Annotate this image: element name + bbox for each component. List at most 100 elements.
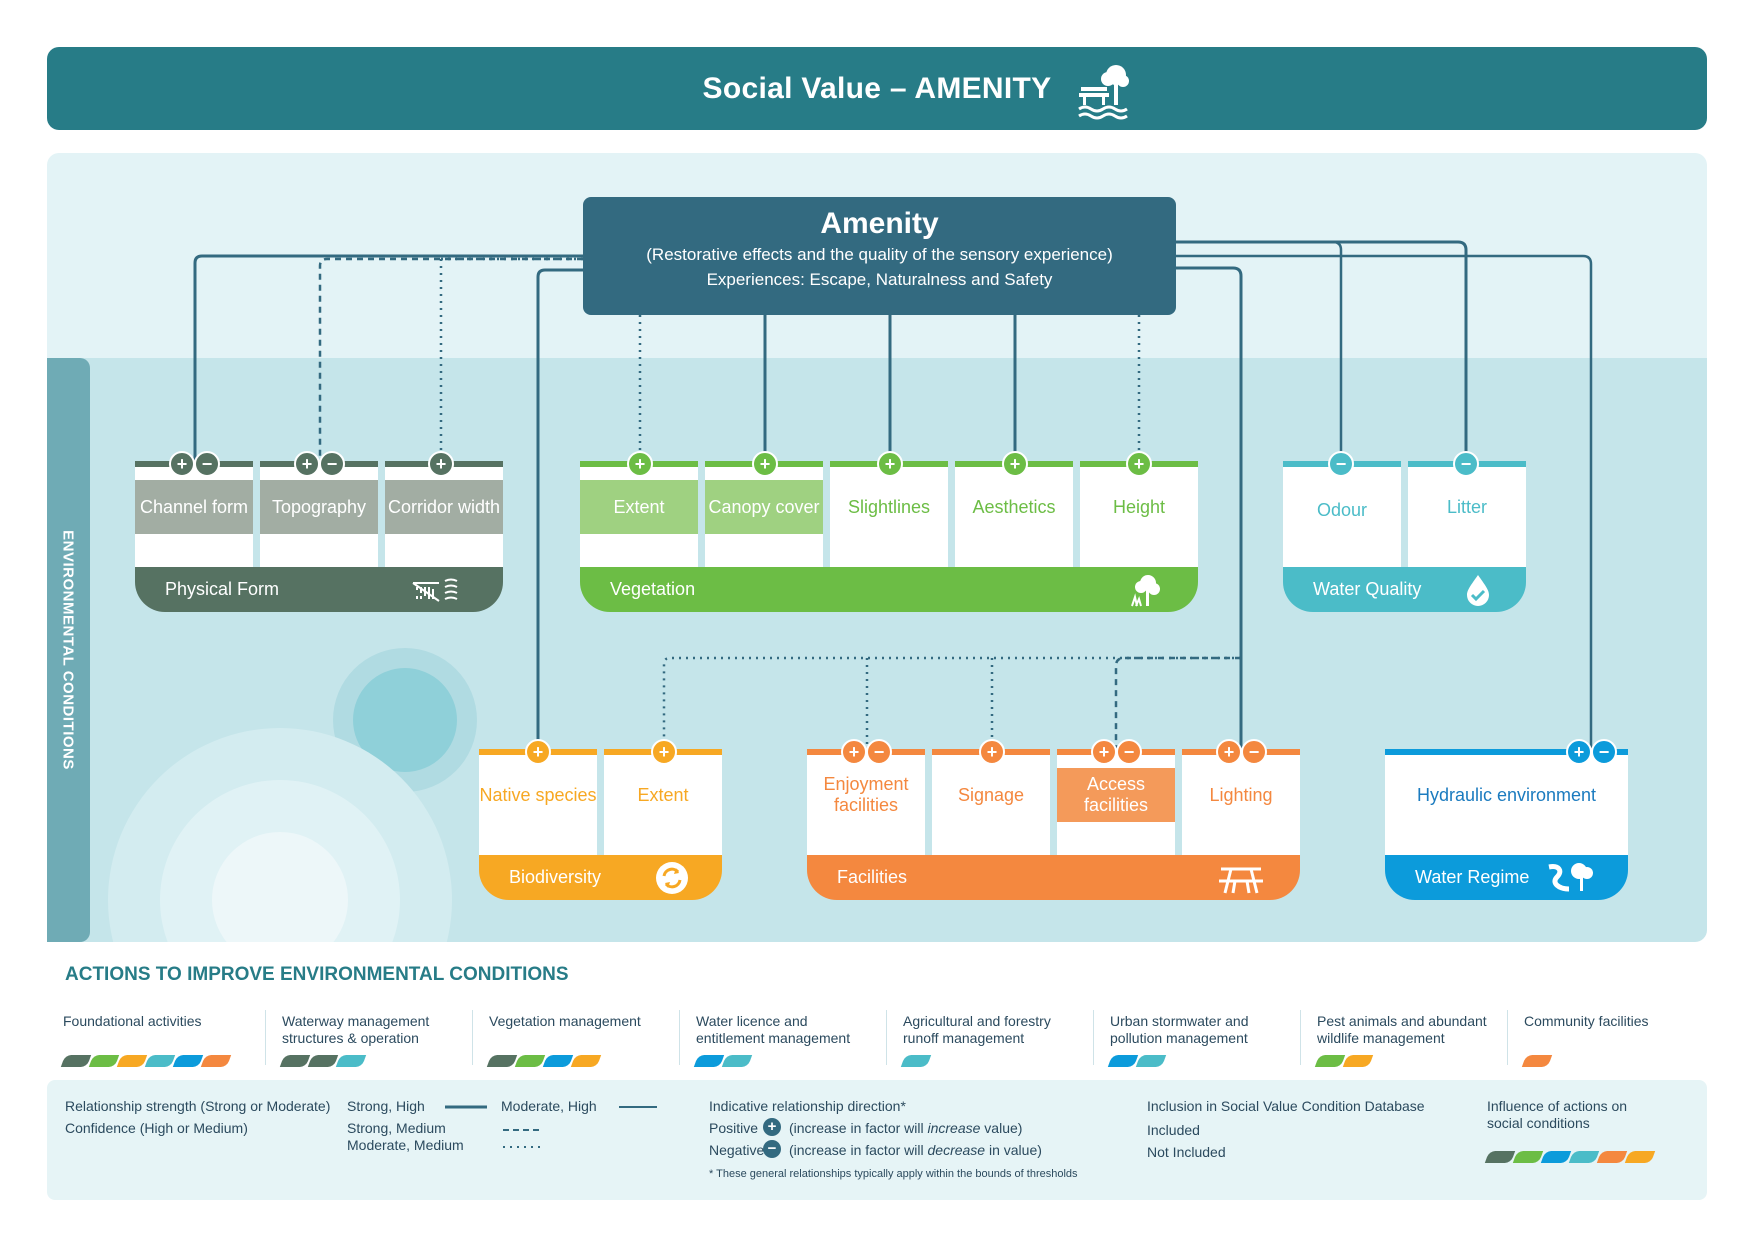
factor-enjoyment-facilities: Enjoyment facilities [807,749,925,869]
leaf-swatch [60,1055,92,1067]
leaf-swatch [542,1055,574,1067]
dotted-line-swatch [503,1146,543,1148]
leaf-indicators [486,1054,602,1071]
leaf-swatch [1568,1151,1600,1163]
group-vegetation: Vegetation [580,567,1198,612]
factor-label: Access facilities [1057,768,1175,822]
action-item: Agricultural and forestry runoff managem… [900,1013,1083,1067]
factor-label: Enjoyment facilities [823,774,909,815]
group-label: Water Quality [1313,579,1422,599]
leaf-swatch [88,1055,120,1067]
factor-canopy-cover: Canopy cover [705,461,823,581]
negative-sign-icon: − [1591,739,1617,765]
negative-sign-icon: − [319,451,345,477]
positive-sign-icon: + [752,451,778,477]
leaf-swatch [200,1055,232,1067]
legend-negative-label: Negative [709,1142,765,1158]
group-label: Physical Form [165,579,280,599]
negative-sign-icon: − [763,1140,781,1158]
action-label: Foundational activities [63,1013,202,1029]
leaf-swatch [514,1055,546,1067]
factor-label: Hydraulic environment [1416,784,1597,805]
factor-veg-extent: Extent [580,461,698,581]
legend-footnote: * These general relationships typically … [709,1168,1078,1180]
positive-sign-icon: + [841,739,867,765]
factor-slightlines: Slightlines [830,461,948,581]
factor-signage: Signage [932,749,1050,869]
legend-positive-label: Positive [709,1120,759,1136]
leaf-swatch [1596,1151,1628,1163]
factor-label: Corridor width [385,480,503,534]
leaf-swatch [1624,1151,1656,1163]
dashed-line-swatch [503,1129,543,1131]
legend-included: Included [1147,1122,1200,1138]
decorative-circles [108,648,477,942]
negative-sign-icon: − [1453,451,1479,477]
action-item: Community facilities [1521,1013,1704,1067]
positive-sign-icon: + [763,1118,781,1136]
leaf-swatch [900,1055,932,1067]
positive-sign-icon: + [1216,739,1242,765]
factor-label: Signage [957,784,1025,805]
leaf-swatch [279,1055,311,1067]
link-hydraulic [1176,254,1593,752]
link-access [1114,656,1241,752]
thin-line-swatch [619,1106,657,1108]
influence-leaves [1484,1150,1656,1168]
group-biodiversity: Biodiversity [479,855,722,900]
legend-not-included: Not Included [1147,1144,1226,1160]
tree-icon [1131,575,1160,607]
leaf-swatch [307,1055,339,1067]
park-bench-tree-water-icon [1078,65,1129,120]
factor-label: Extent [580,480,698,534]
leaf-swatch [1484,1151,1516,1163]
legend: Relationship strength (Strong or Moderat… [47,1080,1707,1200]
negative-sign-icon: − [194,451,220,477]
link-lighting [1176,266,1243,752]
group-water-regime: Water Regime [1385,855,1628,900]
action-item: Vegetation management [486,1013,669,1067]
link-litter [1176,240,1468,462]
factor-hydraulic-environment: Hydraulic environment [1385,749,1628,869]
legend-strength-label: Relationship strength (Strong or Moderat… [65,1098,331,1114]
group-label: Water Regime [1415,867,1530,887]
group-label: Facilities [837,867,908,887]
action-item: Water licence and entitlement management [693,1013,876,1067]
positive-sign-icon: + [1126,451,1152,477]
action-item: Pest animals and abundant wildlife manag… [1314,1013,1497,1067]
group-label: Vegetation [610,579,696,599]
action-label: Waterway management structures & operati… [282,1013,430,1046]
legend-moderate-high: Moderate, High [501,1098,597,1114]
solid-line-swatch [445,1105,487,1109]
leaf-indicators [60,1054,232,1071]
page-title: Social Value – AMENITY [702,72,1052,105]
positive-sign-icon: + [651,739,677,765]
group-facilities: Facilities [807,855,1300,900]
factor-access-facilities: Access facilities [1057,749,1175,869]
factor-odour: Odour [1283,461,1401,581]
factor-height: Height [1080,461,1198,581]
actions-title: ACTIONS TO IMPROVE ENVIRONMENTAL CONDITI… [65,964,569,985]
legend-positive-desc: (increase in factor will increase value) [789,1120,1023,1136]
amenity-experiences: Experiences: Escape, Naturalness and Saf… [706,270,1053,289]
negative-sign-icon: − [866,739,892,765]
positive-sign-icon: + [1091,739,1117,765]
leaf-indicators [900,1054,932,1071]
legend-strong-high: Strong, High [347,1098,425,1114]
factor-label: Channel form [135,480,253,534]
legend-influence-title: Influence of actions on social condition… [1487,1098,1628,1131]
leaf-swatch [144,1055,176,1067]
factor-native-species: Native species [479,749,597,869]
factor-aesthetics: Aesthetics [955,461,1073,581]
leaf-swatch [1342,1055,1374,1067]
link-topography [318,257,583,462]
river-tree-icon [1548,863,1593,892]
leaf-indicators [1314,1054,1374,1071]
factor-label: Topography [260,480,378,534]
positive-sign-icon: + [979,739,1005,765]
cycle-icon [656,862,688,894]
action-label: Community facilities [1524,1013,1649,1029]
factor-label: Lighting [1209,784,1273,805]
leaf-indicators [1107,1054,1167,1071]
